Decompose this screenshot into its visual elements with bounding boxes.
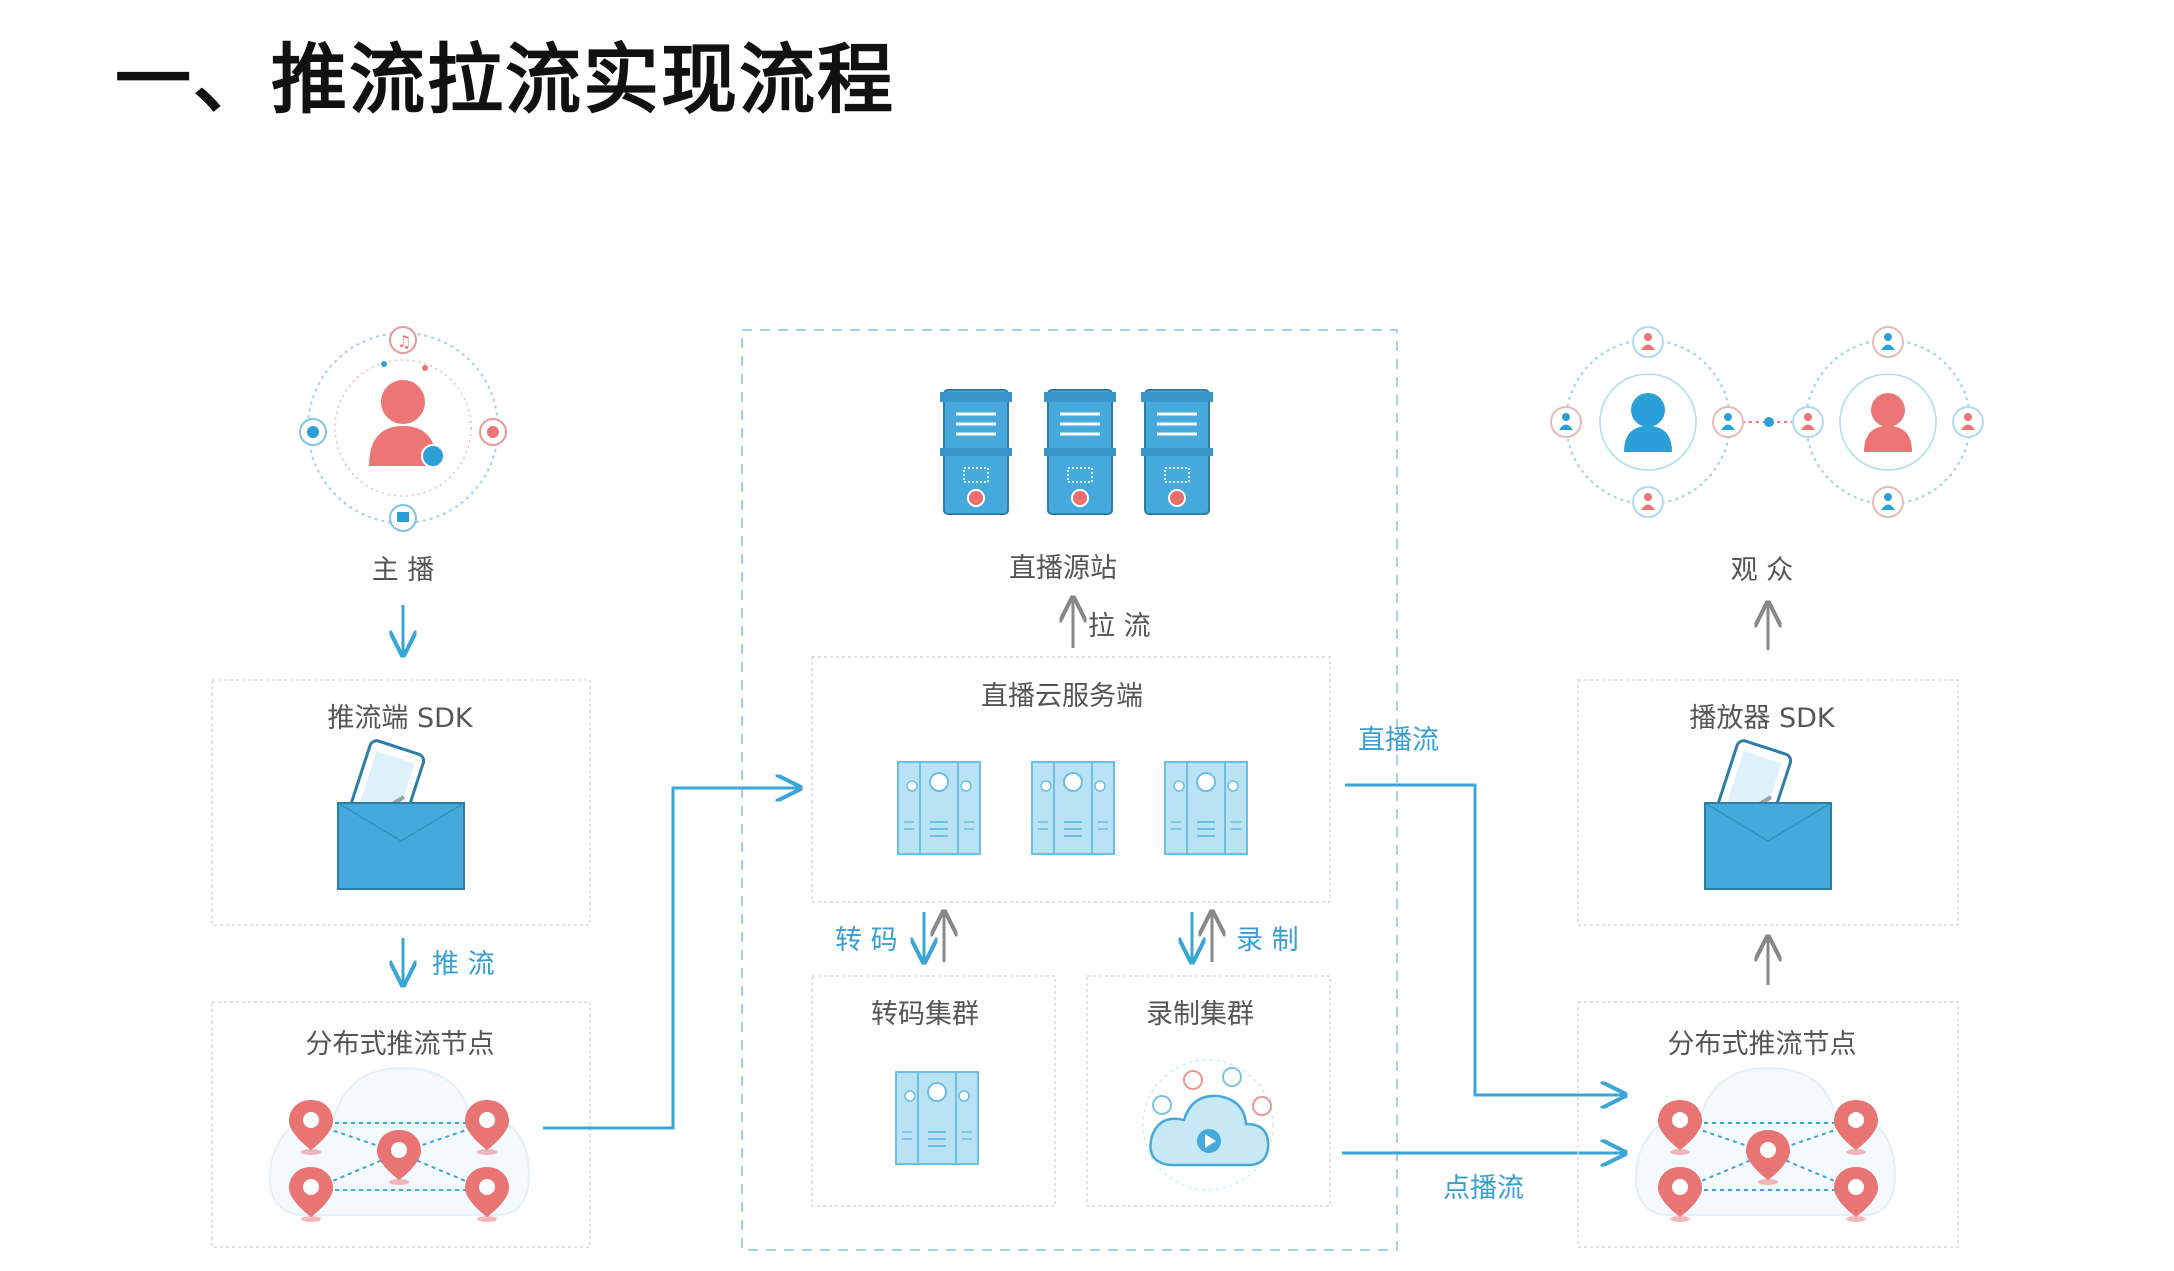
dist-node-right-label: 分布式推流节点 xyxy=(1667,1029,1857,1060)
server-rack-icon xyxy=(897,761,981,855)
pin-network xyxy=(1679,1122,1857,1191)
dist-node-left-label: 分布式推流节点 xyxy=(305,1029,495,1060)
record-cluster-label: 录制集群 xyxy=(1146,999,1254,1030)
server-rack-icon xyxy=(1164,761,1248,855)
cloud-region-boundary xyxy=(741,329,1398,1251)
audience-network-icon xyxy=(1550,326,1984,518)
tablet-box-icon xyxy=(1703,737,1833,891)
server-rack-icon xyxy=(895,1071,979,1165)
transcode-action-label: 转 码 xyxy=(835,925,898,956)
arrow-live-stream xyxy=(1345,783,1625,1095)
server-tower-icon xyxy=(1139,388,1215,516)
player-sdk-label: 播放器 SDK xyxy=(1689,703,1835,734)
transcode-cluster-label: 转码集群 xyxy=(871,999,979,1030)
push-sdk-box xyxy=(211,679,591,926)
origin-label: 直播源站 xyxy=(1009,553,1117,584)
pull-action-label: 拉 流 xyxy=(1088,611,1151,642)
tablet-box-icon xyxy=(336,737,466,891)
cloud-play-icon xyxy=(1142,1059,1274,1191)
server-rack-icon xyxy=(1031,761,1115,855)
anchor-icon: ♫ xyxy=(299,326,507,532)
svg-text:♫: ♫ xyxy=(397,332,411,351)
pin-network xyxy=(310,1122,488,1191)
push-action-label: 推 流 xyxy=(432,949,495,980)
server-tower-icon xyxy=(1042,388,1118,516)
push-sdk-label: 推流端 SDK xyxy=(327,703,473,734)
record-cluster-box xyxy=(1086,975,1331,1207)
anchor-label: 主 播 xyxy=(371,555,435,586)
vod-stream-label: 点播流 xyxy=(1443,1173,1524,1204)
live-stream-label: 直播流 xyxy=(1358,725,1439,756)
dist-node-left-box xyxy=(211,1001,591,1248)
server-tower-icon xyxy=(938,388,1014,516)
arrow-to-cloud-server xyxy=(543,788,800,1130)
transcode-cluster-box xyxy=(811,975,1056,1207)
page-title: 一、推流拉流实现流程 xyxy=(115,35,895,124)
cloud-server-box xyxy=(811,656,1331,903)
record-action-label: 录 制 xyxy=(1236,925,1299,956)
cloud-server-label: 直播云服务端 xyxy=(981,681,1143,712)
audience-label: 观 众 xyxy=(1730,555,1794,586)
